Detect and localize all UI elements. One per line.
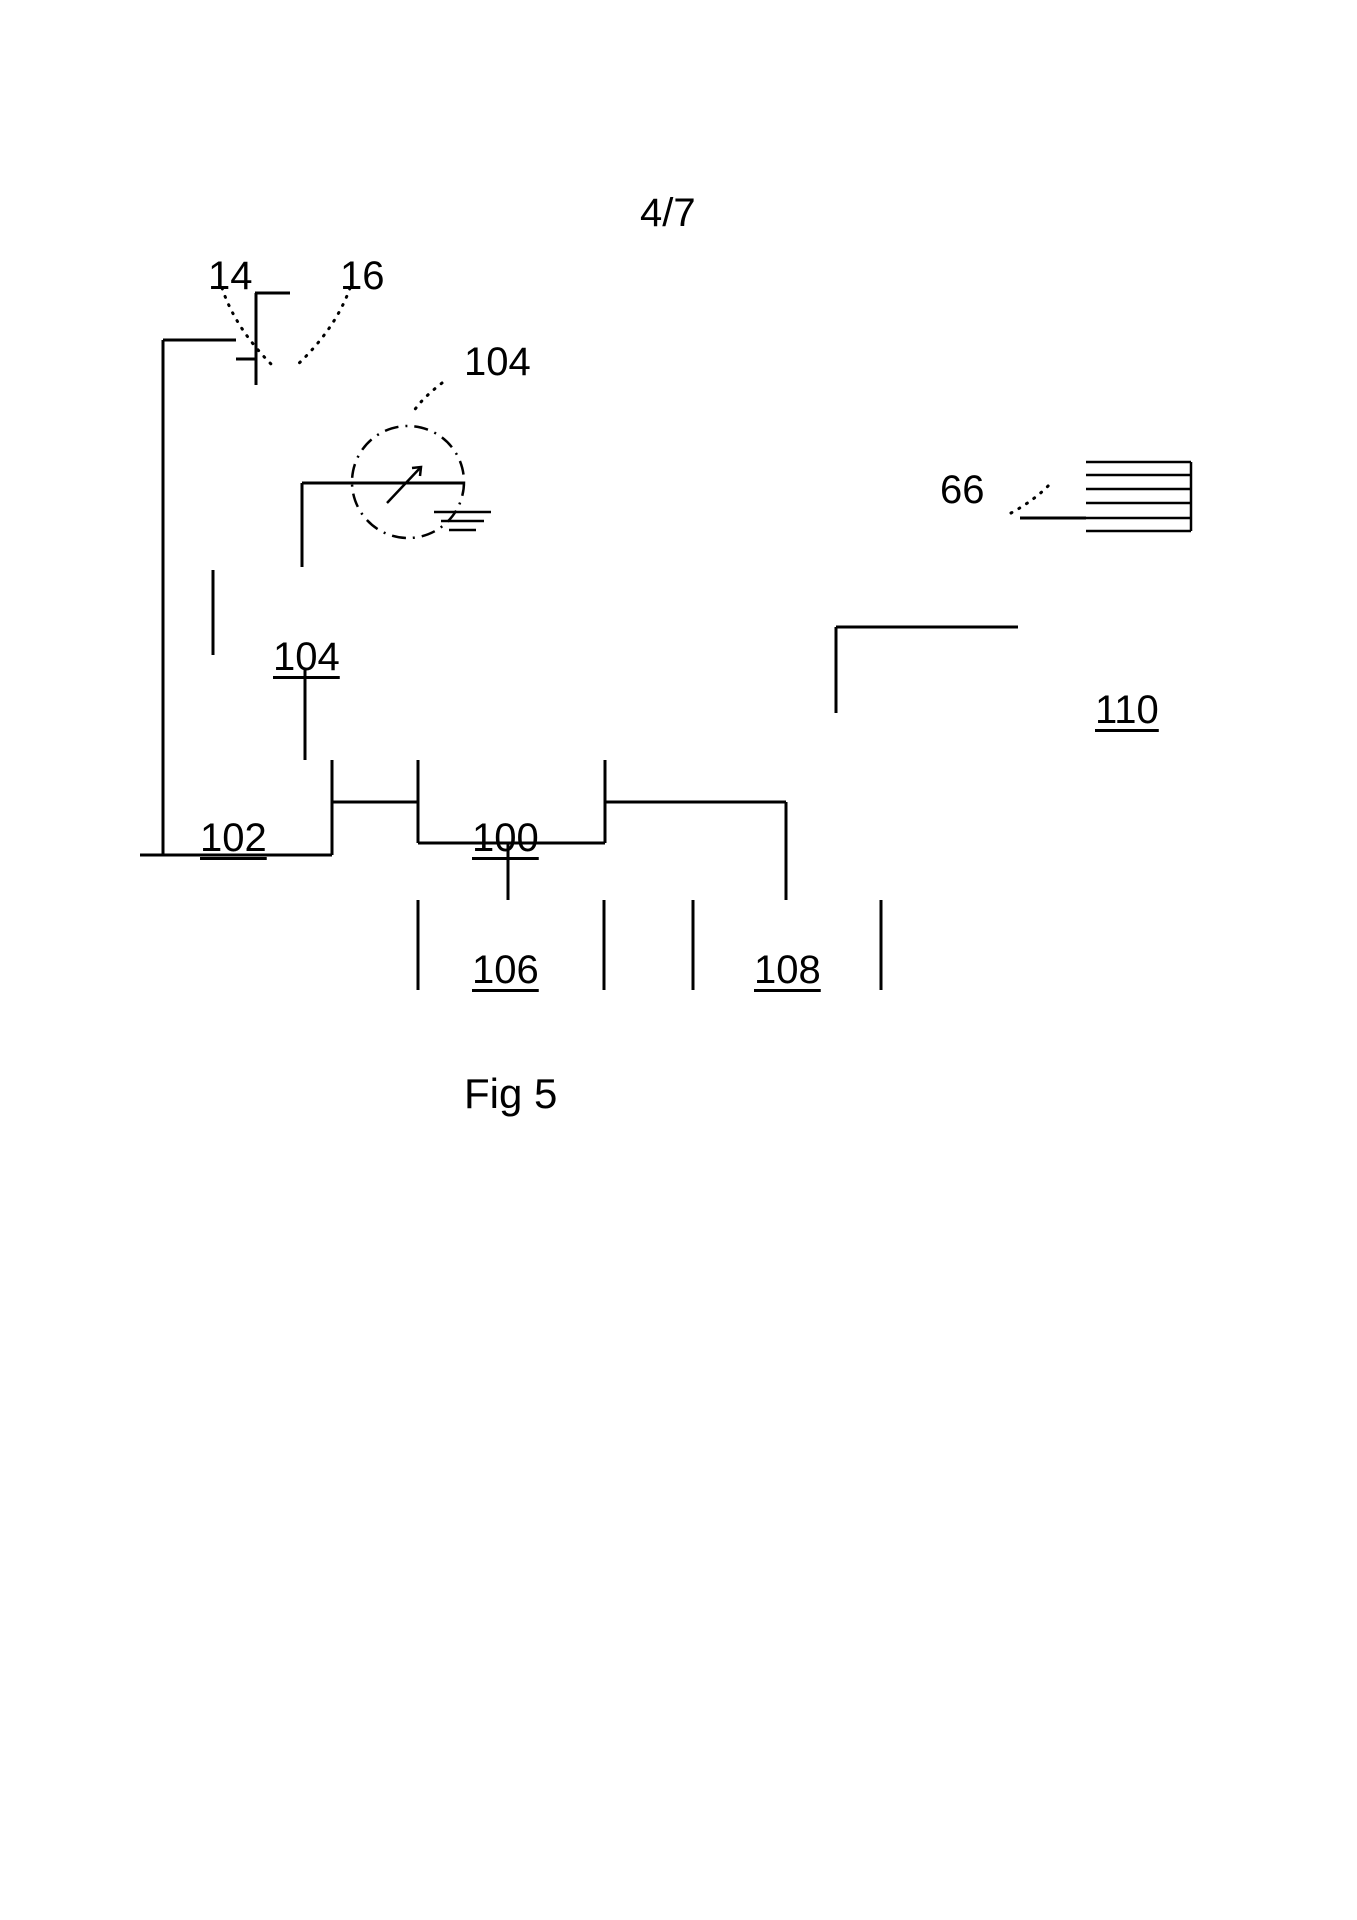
ref-label-104-top: 104 xyxy=(464,340,531,384)
leader-line-16 xyxy=(293,286,352,369)
ref-label-66: 66 xyxy=(940,468,985,512)
arrow-shaft xyxy=(386,467,421,504)
leader-line-104-top xyxy=(410,381,444,416)
ref-label-104-mid: 104 xyxy=(273,635,340,679)
ref-label-110: 110 xyxy=(1095,688,1159,732)
arrow-head xyxy=(411,465,423,477)
leader-line-14 xyxy=(220,286,277,370)
ref-label-108: 108 xyxy=(754,948,821,992)
figure-caption: Fig 5 xyxy=(464,1070,558,1117)
ref-label-106: 106 xyxy=(472,948,539,992)
ref-label-16: 16 xyxy=(340,254,385,298)
ref-label-100: 100 xyxy=(472,816,539,860)
leader-line-66 xyxy=(1009,482,1052,515)
ref-label-14: 14 xyxy=(208,254,253,298)
page-number: 4/7 xyxy=(640,191,696,235)
ref-label-102: 102 xyxy=(200,816,267,860)
